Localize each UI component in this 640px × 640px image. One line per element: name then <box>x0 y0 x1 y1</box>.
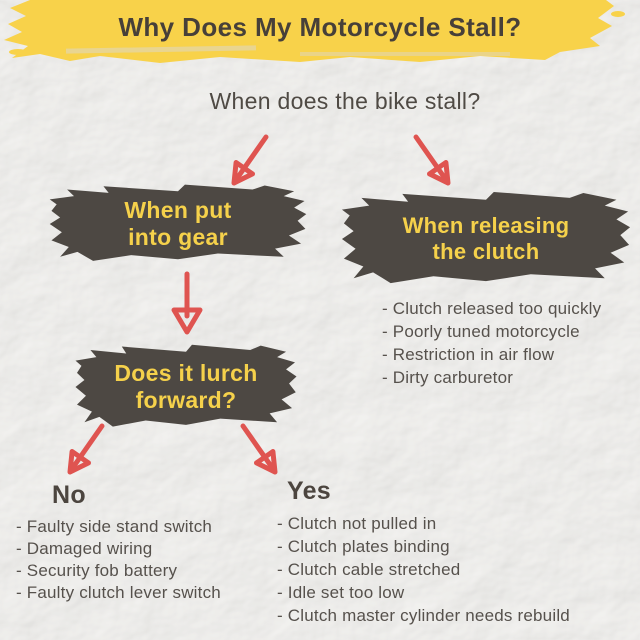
node-label-line: forward? <box>135 387 237 413</box>
list-item: - Restriction in air flow <box>382 345 555 364</box>
list-item: - Faulty clutch lever switch <box>16 583 221 602</box>
list-item: - Clutch released too quickly <box>382 299 602 318</box>
node-when-put-into-gear: When put into gear <box>48 183 308 265</box>
cause-list-clutch-release: - Clutch released too quickly - Poorly t… <box>382 297 601 389</box>
yes-label: Yes <box>287 477 332 505</box>
node-label: When put into gear <box>48 183 308 265</box>
arrow-down-icon <box>171 271 203 335</box>
node-label-line: When put <box>124 197 232 224</box>
arrow-down-right-icon <box>413 134 451 186</box>
node-label-line: Does it lurch <box>114 360 258 387</box>
list-item: - Idle set too low <box>277 583 405 602</box>
cause-list-yes: - Clutch not pulled in - Clutch plates b… <box>277 512 570 627</box>
node-label-line: the clutch <box>432 239 540 264</box>
list-item: - Clutch plates binding <box>277 537 450 556</box>
list-item: - Security fob battery <box>16 561 178 580</box>
question-heading: When does the bike stall? <box>209 88 481 114</box>
no-label: No <box>52 481 86 509</box>
list-item: - Clutch cable stretched <box>277 560 461 579</box>
node-label: Does it lurch forward? <box>74 343 298 431</box>
list-item: - Clutch master cylinder needs rebuild <box>277 606 570 625</box>
title-banner <box>4 0 625 63</box>
list-item: - Poorly tuned motorcycle <box>382 322 580 341</box>
list-item: - Dirty carburetor <box>382 368 514 387</box>
node-label-line: When releasing <box>402 213 570 239</box>
node-label-line: into gear <box>128 224 228 250</box>
list-item: - Clutch not pulled in <box>277 514 437 533</box>
node-when-releasing-clutch: When releasing the clutch <box>340 190 632 288</box>
list-item: - Faulty side stand switch <box>16 517 213 536</box>
cause-list-no: - Faulty side stand switch - Damaged wir… <box>16 516 221 604</box>
arrow-down-left-icon <box>67 423 105 475</box>
arrow-down-right-icon <box>240 423 278 475</box>
node-does-it-lurch-forward: Does it lurch forward? <box>74 343 298 431</box>
page-title: Why Does My Motorcycle Stall? <box>118 12 522 42</box>
node-label: When releasing the clutch <box>340 190 632 288</box>
list-item: - Damaged wiring <box>16 539 153 558</box>
arrow-down-left-icon <box>231 134 269 186</box>
